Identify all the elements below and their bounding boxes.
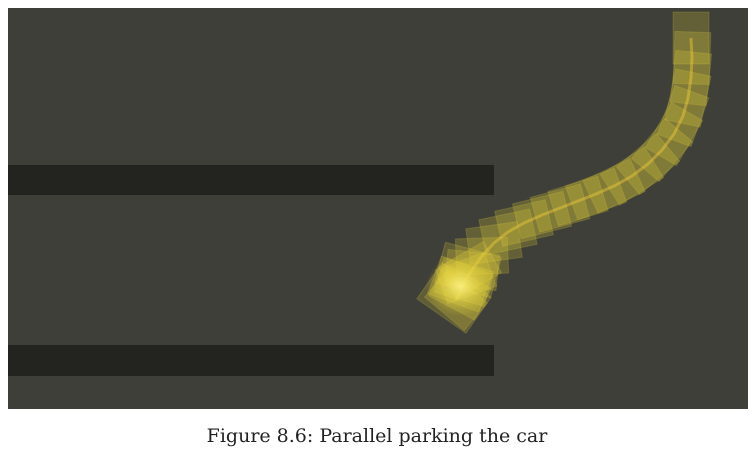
car-pose-frame	[656, 84, 710, 148]
figure-caption: Figure 8.6: Parallel parking the car	[206, 425, 548, 447]
car-pose-frame	[478, 208, 538, 256]
car-pose-frame	[465, 220, 523, 266]
car-pose-frame	[582, 158, 646, 214]
car-pose-frame	[494, 199, 554, 247]
car-pose-frame	[599, 146, 665, 206]
car-pose-frame	[672, 11, 710, 65]
car-pose-frame	[511, 190, 573, 240]
parking-simulation-figure	[8, 8, 748, 409]
parking-simulation-canvas	[8, 11, 713, 376]
car-pose-frame	[630, 117, 694, 183]
parked-car-glow	[426, 256, 494, 316]
lower-barrier	[8, 345, 494, 376]
car-pose-frame	[672, 30, 712, 86]
upper-barrier	[8, 165, 494, 195]
car-pose-frame	[669, 49, 713, 107]
car-pose-frame	[564, 167, 628, 221]
car-pose-frame	[664, 68, 712, 128]
car-pose-frame	[529, 183, 591, 233]
car-pose-frame	[547, 175, 609, 227]
car-pose-frame	[615, 132, 681, 196]
car-pose-frame	[644, 101, 704, 167]
